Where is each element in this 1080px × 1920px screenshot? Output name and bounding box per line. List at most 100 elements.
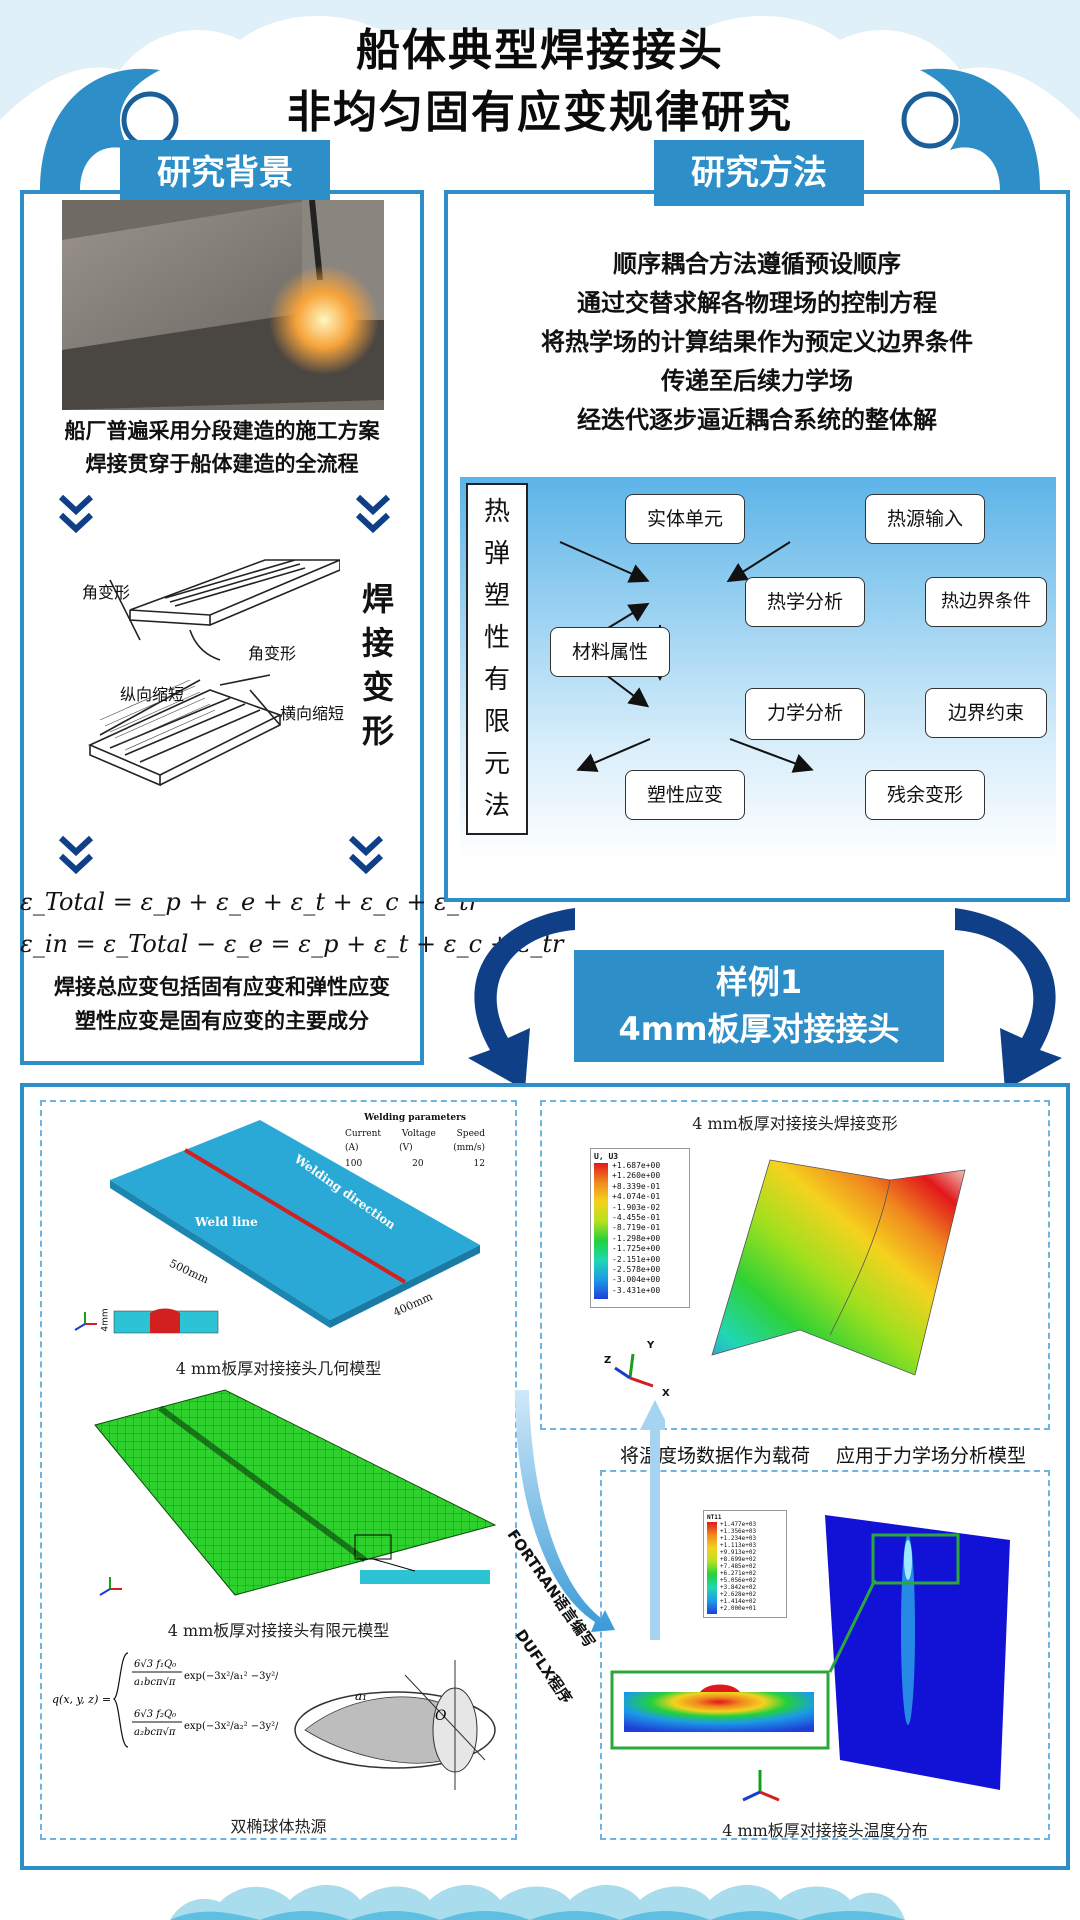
- legend-value: +1.477e+03: [720, 1521, 757, 1528]
- axis-x-label: X: [662, 1388, 670, 1399]
- equation-total-strain: ε_Total = ε_p + ε_e + ε_t + ε_c + ε_tr: [20, 888, 481, 916]
- node-thermal-bc: 热边界条件: [925, 577, 1047, 627]
- legend-value: +3.842e+02: [720, 1584, 757, 1591]
- temperature-caption: 4 mm板厚对接接头温度分布: [722, 1821, 928, 1840]
- axis-y-label: Y: [647, 1340, 655, 1351]
- method-header: 研究方法: [654, 140, 864, 206]
- axis-z-label: Z: [604, 1355, 612, 1366]
- node-mechanical-analysis: 力学分析: [745, 688, 865, 740]
- legend-value: +4.074e-01: [612, 1192, 661, 1202]
- deformation-sketch: [88, 559, 340, 787]
- svg-text:exp(−3x²/a₁² −3y²/b² −3z²/c²): exp(−3x²/a₁² −3y²/b² −3z²/c²): [184, 1671, 278, 1682]
- svg-text:a₂bcπ√π: a₂bcπ√π: [134, 1727, 176, 1738]
- legend-value: -8.719e-01: [612, 1223, 661, 1233]
- legend-value: -3.004e+00: [612, 1275, 661, 1285]
- heat-source-ellipsoid: O a₁: [294, 1660, 496, 1790]
- axis-triad-icon: [742, 1770, 780, 1802]
- node-residual-deformation: 残余变形: [865, 770, 985, 820]
- method-line-2: 通过交替求解各物理场的控制方程: [577, 289, 937, 317]
- svg-text:a₁bcπ√π: a₁bcπ√π: [134, 1677, 176, 1688]
- geometry-caption: 4 mm板厚对接接头几何模型: [175, 1359, 382, 1378]
- chevron-down-icon: [348, 835, 384, 875]
- example-line-2: 4mm板厚对接接头: [618, 1010, 900, 1048]
- example-line-1: 样例1: [715, 963, 803, 1001]
- background-text-2: 焊接贯穿于船体建造的全流程: [85, 452, 359, 476]
- chevron-down-icon: [355, 494, 391, 534]
- legend-value: +5.056e+02: [720, 1577, 757, 1584]
- method-text: 顺序耦合方法遵循预设顺序 通过交替求解各物理场的控制方程 将热学场的计算结果作为…: [444, 245, 1070, 440]
- legend-value: +6.271e+02: [720, 1570, 757, 1577]
- node-heat-input: 热源输入: [865, 494, 985, 544]
- chevron-down-icon: [58, 494, 94, 534]
- angle-label-bottom: 角变形: [248, 644, 297, 663]
- legend-value: +1.113e+03: [720, 1542, 757, 1549]
- transfer-text-2: 应用于力学场分析模型: [836, 1445, 1027, 1467]
- deformation-frame: [540, 1100, 1050, 1430]
- svg-text:O: O: [435, 1708, 447, 1724]
- background-header: 研究背景: [120, 140, 330, 206]
- fe-caption: 4 mm板厚对接接头有限元模型: [167, 1621, 390, 1640]
- legend-value: -3.431e+00: [612, 1285, 661, 1295]
- legend-value: +1.414e+02: [720, 1598, 757, 1605]
- equation-inherent-strain: ε_in = ε_Total − ε_e = ε_p + ε_t + ε_c +…: [20, 930, 564, 958]
- axis-triad-icon: [74, 1312, 97, 1331]
- legend-value: +1.687e+00: [612, 1161, 661, 1170]
- node-thermal-analysis: 热学分析: [745, 577, 865, 627]
- page-title-line2: 非均匀固有应变规律研究: [287, 87, 793, 138]
- method-line-5: 经迭代逐步逼近耦合系统的整体解: [577, 406, 937, 434]
- legend-value: +1.356e+03: [720, 1528, 757, 1535]
- geometry-plate: [110, 1120, 480, 1328]
- flow-side-label: 热 弹 塑 性 有 限 元 法: [466, 483, 528, 835]
- angle-label-top: 角变形: [82, 583, 131, 602]
- svg-text:exp(−3x²/a₂² −3y²/b² −3z²/c²): exp(−3x²/a₂² −3y²/b² −3z²/c²): [184, 1721, 278, 1732]
- bottom-wave-decoration: [170, 1885, 905, 1920]
- node-material: 材料属性: [550, 627, 670, 677]
- legend-value: -4.455e-01: [612, 1213, 661, 1223]
- legend-value: -1.725e+00: [612, 1244, 661, 1254]
- transfer-text-1: 将温度场数据作为载荷: [620, 1445, 811, 1467]
- temperature-section: [610, 1670, 830, 1750]
- summary-1: 焊接总应变包括固有应变和弹性应变: [54, 975, 390, 999]
- legend-value: +2.000e+01: [720, 1605, 757, 1612]
- temperature-plate: [825, 1515, 1010, 1790]
- temperature-legend: NT11 +1.477e+03+1.356e+03+1.234e+03+1.11…: [703, 1510, 787, 1618]
- transfer-arrows: [515, 1390, 665, 1640]
- legend-value: +8.699e+02: [720, 1556, 757, 1563]
- page-title-line1: 船体典型焊接接头: [356, 25, 724, 76]
- example-banner: 样例1 4mm板厚对接接头: [574, 950, 944, 1062]
- deformation-caption: 4 mm板厚对接接头焊接变形: [692, 1114, 898, 1133]
- node-solid-element: 实体单元: [625, 494, 745, 544]
- deformed-plate: [711, 1159, 966, 1376]
- side-title-welding-deformation: 焊 接 变 形: [361, 580, 394, 750]
- cross-section-inset: [113, 1308, 219, 1334]
- legend-value: -2.578e+00: [612, 1265, 661, 1275]
- method-line-3: 将热学场的计算结果作为预定义边界条件: [541, 328, 973, 356]
- legend-value: -1.903e-02: [612, 1202, 661, 1212]
- node-boundary: 边界约束: [925, 688, 1047, 738]
- svg-text:6√3 f₁Q₀: 6√3 f₁Q₀: [134, 1659, 176, 1670]
- method-line-1: 顺序耦合方法遵循预设顺序: [613, 250, 901, 278]
- heat-source-formula: q(x, y, z) = 6√3 f₁Q₀ a₁bcπ√π exp(−3x²/a…: [52, 1652, 278, 1748]
- longitudinal-label: 纵向缩短: [120, 685, 185, 704]
- heat-source-caption: 双椭球体热源: [230, 1817, 327, 1836]
- weld-line-label: Weld line: [195, 1215, 258, 1229]
- method-line-4: 传递至后续力学场: [661, 367, 853, 395]
- left-results-frame: [40, 1100, 517, 1840]
- background-summary: 焊接总应变包括固有应变和弹性应变 塑性应变是固有应变的主要成分: [20, 970, 424, 1038]
- background-text-1: 船厂普遍采用分段建造的施工方案: [64, 419, 380, 443]
- curved-arrows: [468, 908, 1062, 1090]
- displacement-legend-values: +1.687e+00+1.260e+00+8.339e-01+4.074e-01…: [612, 1161, 660, 1299]
- chevron-down-icon: [58, 835, 94, 875]
- axis-triad-icon: [99, 1577, 122, 1596]
- transverse-label: 横向缩短: [280, 704, 345, 723]
- legend-value: +2.628e+02: [720, 1591, 757, 1598]
- legend-value: -1.298e+00: [612, 1233, 661, 1243]
- welding-photo: [62, 200, 384, 410]
- legend-value: -2.151e+00: [612, 1254, 661, 1264]
- node-plastic-strain: 塑性应变: [625, 770, 745, 820]
- svg-text:6√3 f₂Q₀: 6√3 f₂Q₀: [134, 1709, 176, 1720]
- legend-value: +1.234e+03: [720, 1535, 757, 1542]
- legend-value: +7.485e+02: [720, 1563, 757, 1570]
- axis-triad-icon: [614, 1353, 654, 1388]
